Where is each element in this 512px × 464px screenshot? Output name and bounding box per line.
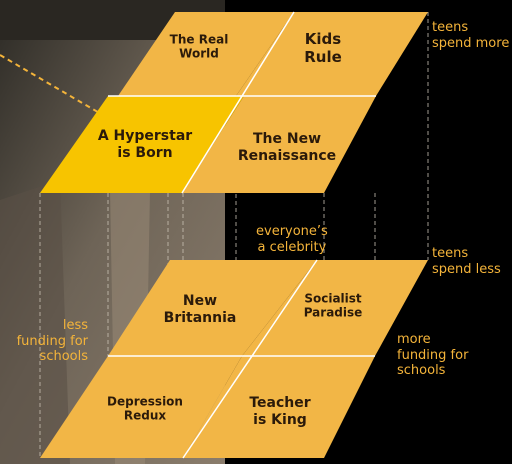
label-real-world: The Real World	[169, 32, 229, 61]
label-new-renaissance: The New Renaissance	[237, 131, 337, 164]
cell-kids-rule	[236, 12, 428, 96]
label-teacher-is-king: Teacher is King	[249, 395, 311, 428]
label-depression-redux: Depression Redux	[107, 394, 183, 423]
note-everyones-celebrity: everyone’s a celebrity	[256, 224, 328, 255]
label-socialist-paradise: Socialist Paradise	[303, 291, 363, 320]
cell-depression-redux	[40, 356, 242, 458]
label-new-britannia: New Britannia	[163, 293, 237, 326]
cell-teacher-is-king	[183, 356, 375, 458]
cell-hyperstar	[40, 96, 244, 193]
note-more-funding: more funding for schools	[397, 332, 469, 379]
note-less-funding: less funding for schools	[16, 318, 88, 365]
pointer-dashed-line	[0, 54, 109, 119]
note-teens-spend-more: teens spend more	[432, 20, 510, 51]
note-teens-spend-less: teens spend less	[432, 246, 501, 277]
bottom-plane	[40, 259, 428, 459]
label-hyperstar: A Hyperstar is Born	[97, 128, 193, 161]
bottom-vertical-divider	[182, 259, 318, 459]
cell-new-britannia	[108, 260, 317, 356]
top-vertical-divider	[181, 11, 295, 194]
top-plane	[40, 11, 428, 194]
cell-socialist-paradise	[242, 260, 428, 356]
cell-real-world	[118, 12, 294, 96]
cell-new-renaissance	[182, 96, 376, 193]
label-kids-rule: Kids Rule	[304, 30, 342, 66]
